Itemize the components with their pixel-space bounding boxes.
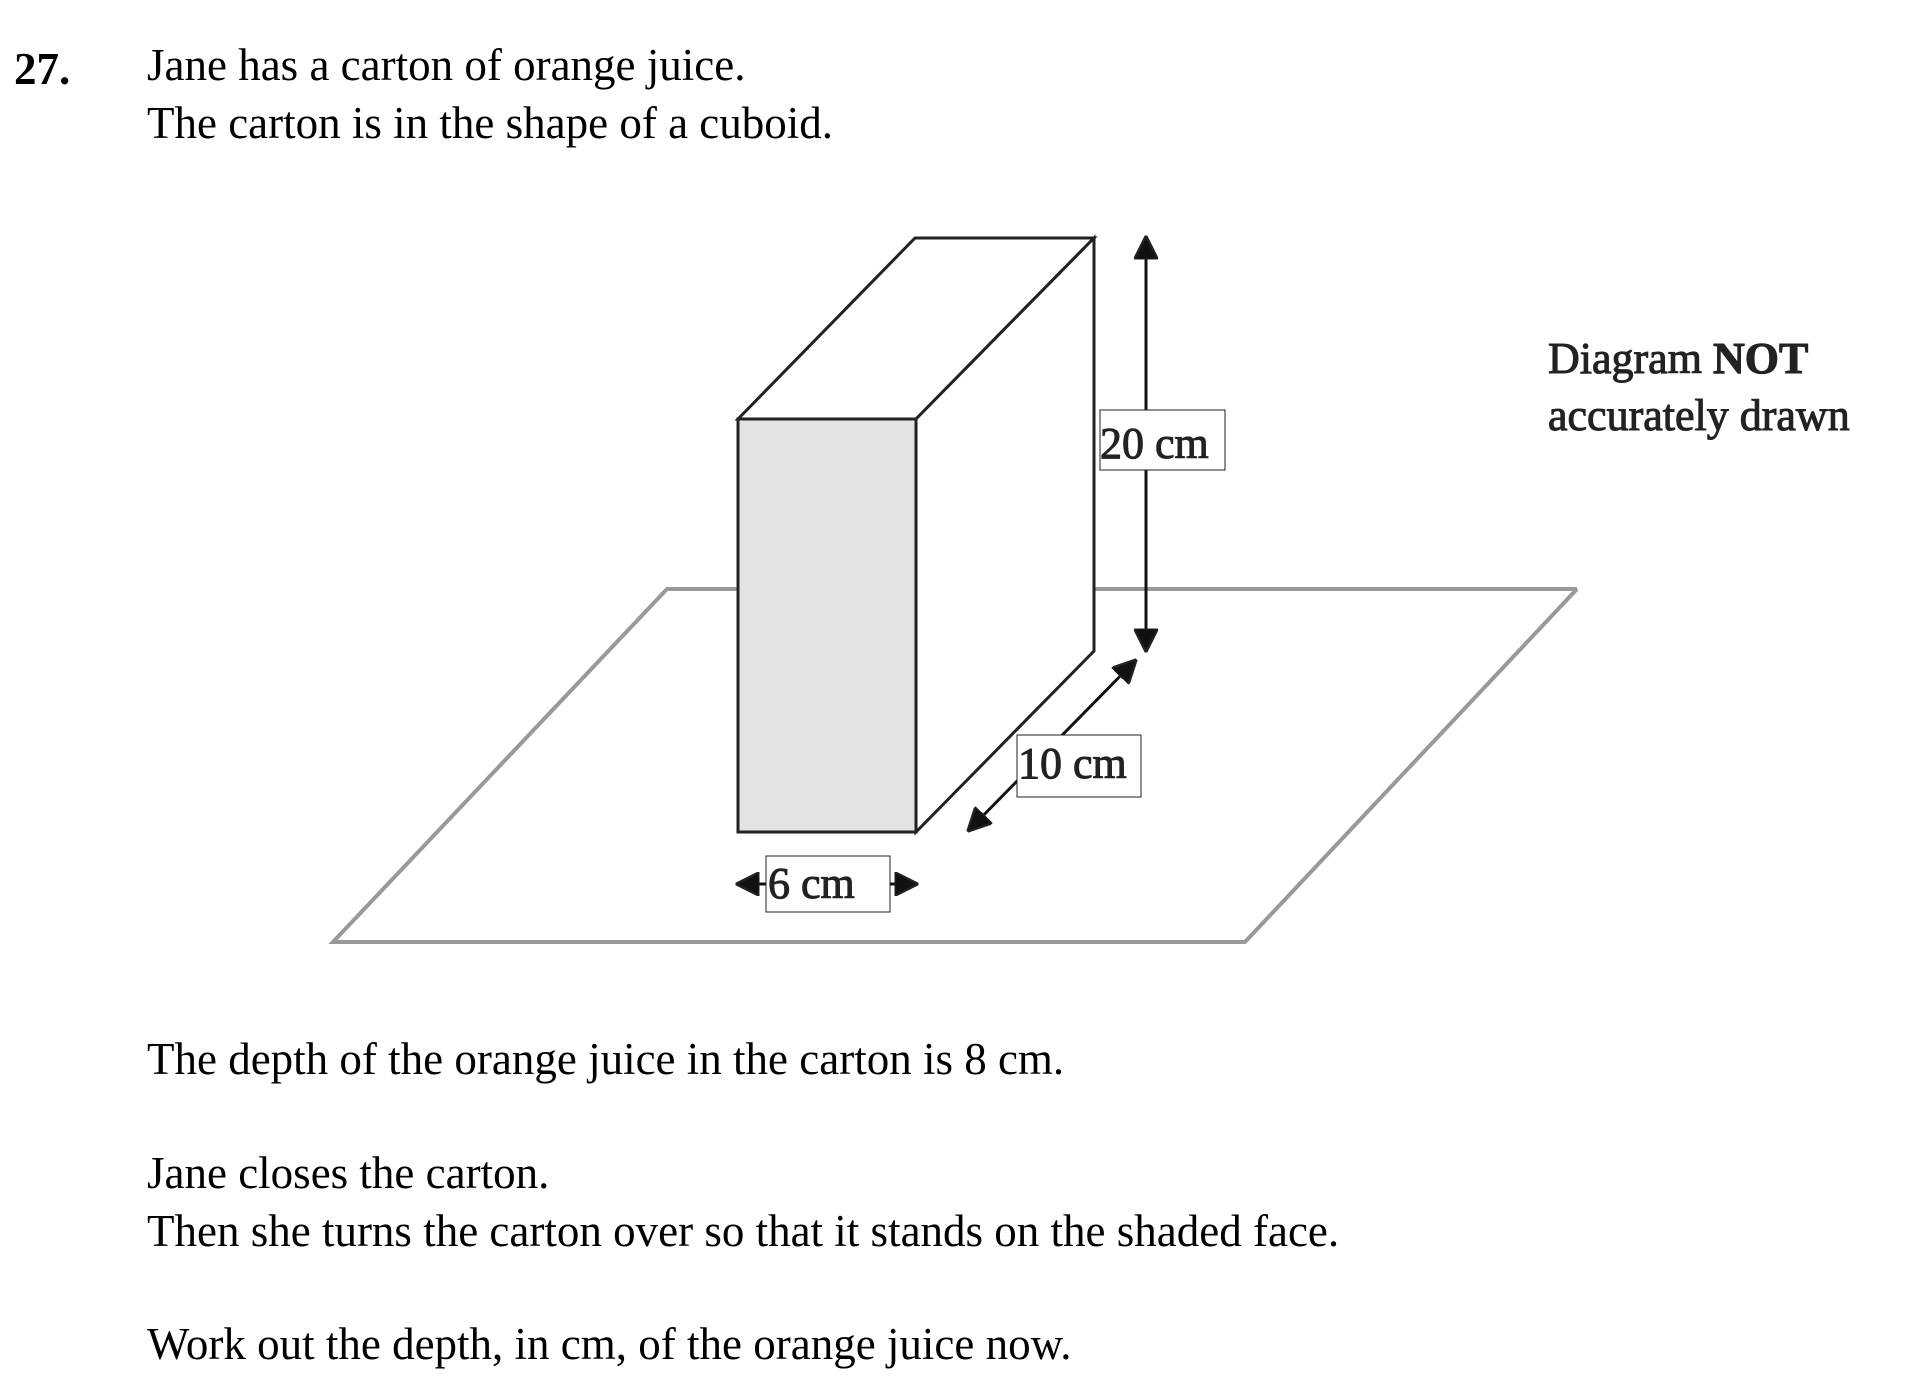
depth-label-bg bbox=[1016, 734, 1142, 798]
task-statement: Work out the depth, in cm, of the orange… bbox=[147, 1319, 1072, 1369]
depth-label: 10 cm bbox=[1018, 739, 1127, 788]
height-label: 20 cm bbox=[1100, 419, 1209, 468]
diagram-note-line-2: accurately drawn bbox=[1548, 391, 1850, 440]
question-number: 27. bbox=[14, 44, 71, 94]
cuboid-shaded-face bbox=[736, 417, 918, 834]
width-label: 6 cm bbox=[768, 859, 855, 908]
height-label-bg bbox=[1099, 409, 1226, 471]
carton-turn-statement: Jane closes the carton. Then she turns t… bbox=[147, 1144, 1339, 1260]
diagram-note-bold: NOT bbox=[1713, 334, 1808, 383]
intro-line-1: Jane has a carton of orange juice. bbox=[147, 40, 746, 90]
juice-depth-statement: The depth of the orange juice in the car… bbox=[147, 1034, 1065, 1084]
diagram-note-prefix: Diagram bbox=[1548, 334, 1713, 383]
floor-plane bbox=[328, 587, 1579, 944]
width-label-bg bbox=[765, 855, 891, 913]
intro-line-2: The carton is in the shape of a cuboid. bbox=[147, 98, 834, 148]
question-intro: Jane has a carton of orange juice. The c… bbox=[147, 36, 833, 152]
turn-line-2: Then she turns the carton over so that i… bbox=[147, 1206, 1340, 1256]
turn-line-1: Jane closes the carton. bbox=[147, 1148, 550, 1198]
diagram-note-line-1: Diagram NOT bbox=[1548, 334, 1808, 383]
